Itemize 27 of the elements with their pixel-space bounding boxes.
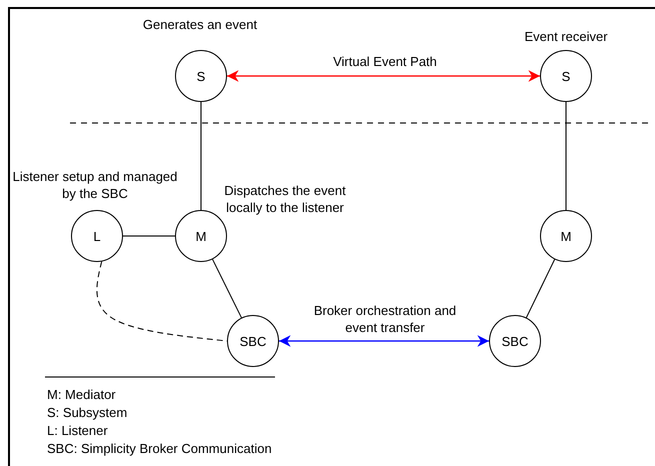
legend-text: M: Mediator (47, 386, 116, 404)
node-circle (540, 210, 592, 262)
annotation-text: Generates an event (142, 16, 258, 33)
node-label: S (562, 68, 570, 84)
node-label: L (93, 228, 101, 244)
node-circle (540, 50, 592, 102)
node-label: M (196, 228, 206, 244)
double-arrow (227, 70, 540, 82)
connector-line (200, 102, 202, 210)
legend-text: L: Listener (47, 422, 108, 440)
node-label: SBC (502, 334, 528, 348)
annotation-text: Dispatches the event locally to the listener (223, 182, 347, 216)
node-circle (227, 315, 279, 367)
node-circle (71, 210, 123, 262)
node-label: M (560, 228, 572, 244)
legend-text: SBC: Simplicity Broker Communication (47, 440, 272, 458)
annotation-text: Listener setup and managed by the SBC (12, 168, 178, 202)
node-circle (489, 315, 541, 367)
double-arrow (279, 335, 489, 347)
annotation-text: Event receiver (523, 28, 609, 45)
node-circle (175, 210, 227, 262)
connector-line (526, 258, 556, 318)
legend-text: S: Subsystem (47, 404, 128, 422)
node-circle (175, 50, 227, 102)
connector-line (212, 258, 242, 318)
node-label: S (196, 68, 206, 84)
node-label: SBC (240, 334, 266, 348)
